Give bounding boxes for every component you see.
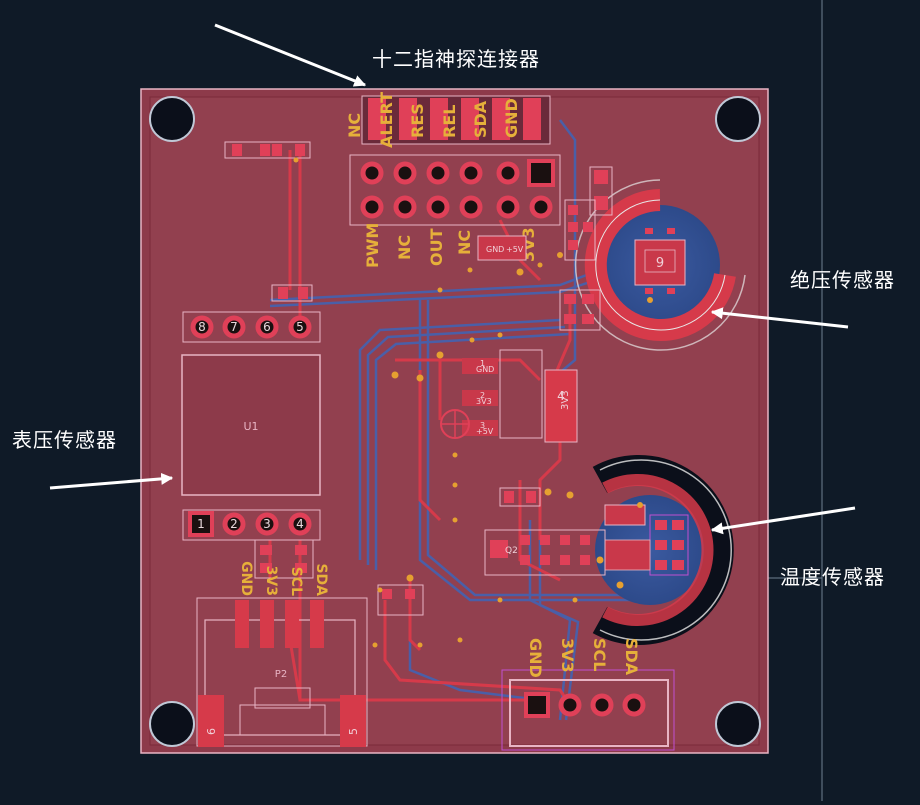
j2-label-scl: SCL xyxy=(590,638,609,671)
reg-pin-1-name: GND xyxy=(476,365,494,374)
u1-gauge-sensor: U1 8 7 6 5 1 2 3 4 xyxy=(181,311,321,541)
pad-label-5v: +5V xyxy=(506,245,524,254)
bottom-label-out: OUT xyxy=(427,228,446,266)
p2-label-gnd: GND xyxy=(238,561,254,596)
u1-pin-1: 1 xyxy=(197,517,205,531)
reg-pin-1: 1 xyxy=(480,359,485,368)
u1-pin-7: 7 xyxy=(230,320,238,334)
top-header-connector: NC ALERT RES REL SDA GND xyxy=(345,92,551,148)
header-label-alert: ALERT xyxy=(377,92,396,148)
u1-pin-2: 2 xyxy=(230,517,238,531)
header-label-gnd: GND xyxy=(502,98,521,138)
abs-sensor-footprint: 9 xyxy=(574,179,746,351)
j2-label-sda: SDA xyxy=(622,638,641,676)
u1-ref: U1 xyxy=(243,420,258,433)
u1-pin-3: 3 xyxy=(263,517,271,531)
p2-ref: P2 xyxy=(275,669,287,680)
reg-pin-4: 4 xyxy=(557,389,565,403)
callout-absolute-sensor: 绝压传感器 xyxy=(790,268,895,292)
copper-traces xyxy=(268,150,572,706)
voltage-regulator: 1 GND 2 3V3 3 +5V 4 3V3 xyxy=(440,349,578,443)
small-components: GND +5V Q2 xyxy=(224,141,613,616)
callout-temperature-sensor: 温度传感器 xyxy=(780,565,885,589)
u1-pin-4: 4 xyxy=(296,517,304,531)
callout-gauge-sensor: 表压传感器 xyxy=(12,428,117,452)
callout-top-connector: 十二指神探连接器 xyxy=(372,47,540,71)
p2-label-scl: SCL xyxy=(288,567,304,596)
p2-connector: P2 6 5 GND 3V3 SCL SDA xyxy=(196,561,368,747)
header-label-nc: NC xyxy=(345,113,364,138)
pad-label-gnd: GND xyxy=(486,245,504,254)
p2-label-sda: SDA xyxy=(313,563,329,596)
abs-sensor-pin: 9 xyxy=(656,256,664,271)
reg-pin-3-name: +5V xyxy=(476,427,494,436)
annotation-arrows xyxy=(49,23,856,535)
pin-header-2x6: PWM NC OUT NC 3V3 xyxy=(349,154,561,268)
header-label-sda: SDA xyxy=(471,100,490,138)
bottom-label-nc: NC xyxy=(395,235,414,260)
j2-label-gnd: GND xyxy=(526,638,545,678)
temp-sensor-footprint xyxy=(592,455,734,645)
bottom-label-nc2: NC xyxy=(455,230,474,255)
reg-pin-3: 3 xyxy=(480,421,485,430)
reg-pin-2: 2 xyxy=(480,391,485,400)
header-label-res: RES xyxy=(408,103,427,138)
p2-pin-5: 5 xyxy=(347,728,360,735)
mounting-holes xyxy=(149,96,761,747)
j2-label-3v3: 3V3 xyxy=(558,638,577,673)
reg-pin-4-name: 3V3 xyxy=(560,390,571,410)
u1-pin-8: 8 xyxy=(198,320,206,334)
bottom-label-pwm: PWM xyxy=(363,223,382,268)
u1-pin-6: 6 xyxy=(263,320,271,334)
j2-connector: GND 3V3 SCL SDA xyxy=(501,638,675,751)
q2-ref: Q2 xyxy=(505,546,518,556)
u1-pin-5: 5 xyxy=(296,320,304,334)
reg-pin-2-name: 3V3 xyxy=(476,397,492,406)
header-label-rel: REL xyxy=(440,105,459,138)
vias xyxy=(293,157,653,648)
p2-label-3v3: 3V3 xyxy=(263,566,279,596)
p2-pin-6: 6 xyxy=(205,728,218,735)
